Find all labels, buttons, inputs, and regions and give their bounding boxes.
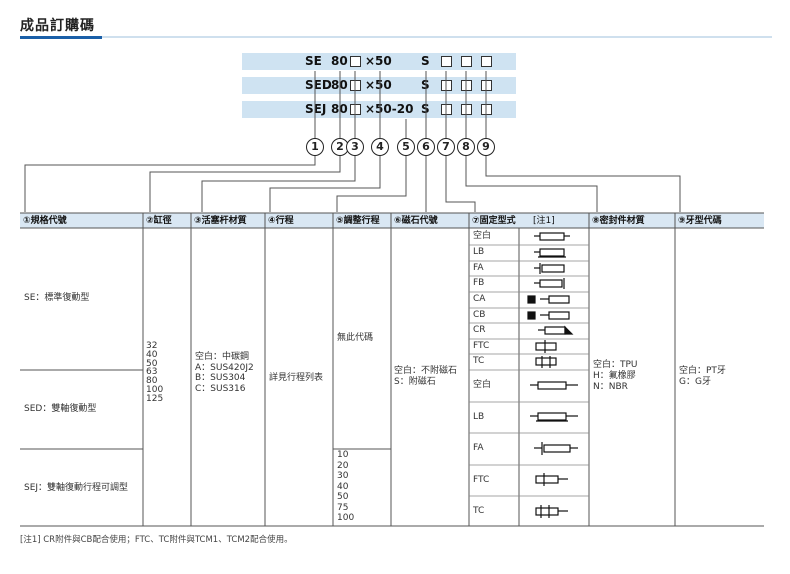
mount-thumb-cr — [538, 325, 574, 335]
code-s: S — [421, 78, 430, 92]
mount-label: TC — [473, 356, 485, 366]
circled-number-4: 4 — [371, 138, 389, 156]
mount-thumb-fa — [534, 263, 565, 274]
code-stroke: ×50 — [365, 78, 392, 92]
seal-options: 空白：TPU H：氟橡膠 N：NBR — [593, 360, 638, 392]
spec-sej: SEJ：雙軸復動行程可調型 — [24, 483, 129, 493]
circled-number-3: 3 — [346, 138, 364, 156]
circled-number-8: 8 — [457, 138, 475, 156]
header-magnet: ⑥磁石代號 — [394, 216, 438, 226]
header-mount-note: [注1] — [533, 216, 555, 226]
circled-number-7: 7 — [437, 138, 455, 156]
code-bore: 80 — [331, 78, 348, 92]
code-bore: 80 — [331, 102, 348, 116]
stroke-note: 詳見行程列表 — [269, 373, 324, 383]
spec-se: SE：標準復動型 — [24, 293, 90, 303]
thread-options: 空白：PT牙 G：G牙 — [679, 366, 726, 387]
mount-thumb-cb — [527, 311, 570, 320]
code-box — [441, 56, 452, 67]
circled-number-5: 5 — [397, 138, 415, 156]
mount-thumb-ftc — [535, 340, 557, 353]
mount-thumb-dbl-lb — [530, 412, 578, 422]
circled-number-1: 1 — [306, 138, 324, 156]
mount-label: CA — [473, 294, 486, 304]
mount-thumb-dbl-ftc — [535, 473, 568, 486]
code-box — [461, 56, 472, 67]
code-stroke: ×50-20 — [365, 102, 414, 116]
header-seal: ⑧密封件材質 — [592, 216, 645, 226]
mount-thumb-fb — [534, 278, 565, 289]
mount-thumb-lb — [534, 248, 566, 258]
magnet-options: 空白：不附磁石 S：附磁石 — [394, 366, 458, 387]
code-box — [350, 56, 361, 67]
adjust-none: 無此代碼 — [337, 333, 374, 343]
footnote: [注1] CR附件與CB配合使用；FTC、TC附件與TCM1、TCM2配合使用。 — [20, 535, 293, 545]
mount-label: 空白 — [473, 380, 492, 390]
mount-thumb-dbl-fa — [534, 442, 578, 455]
code-s: S — [421, 54, 430, 68]
rod-material: 空白：中碳鋼 A：SUS420J2 B：SUS304 C：SUS316 — [195, 352, 254, 394]
code-stroke: ×50 — [365, 54, 392, 68]
mount-label: LB — [473, 247, 485, 257]
code-box — [481, 56, 492, 67]
code-s: S — [421, 102, 430, 116]
code-prefix: SEJ — [305, 102, 327, 116]
circled-number-9: 9 — [477, 138, 495, 156]
header-thread: ⑨牙型代碼 — [678, 216, 722, 226]
spec-sed: SED：雙軸復動型 — [24, 404, 97, 414]
page-title: 成品訂購碼 — [20, 18, 95, 34]
circled-number-6: 6 — [417, 138, 435, 156]
mount-label: FA — [473, 263, 484, 273]
mount-thumb-dbl-blank — [530, 381, 578, 390]
header-mount: ⑦固定型式 — [472, 216, 516, 226]
bore-values: 32 40 50 63 80 100 125 — [146, 341, 164, 404]
header-rod: ③活塞杆材質 — [194, 216, 247, 226]
header-spec: ①規格代號 — [23, 216, 67, 226]
mount-label: TC — [473, 506, 485, 516]
code-bore: 80 — [331, 54, 348, 68]
mount-label: FA — [473, 443, 484, 453]
mount-label: FTC — [473, 475, 490, 485]
mount-label: CB — [473, 310, 486, 320]
mount-label: FTC — [473, 341, 490, 351]
mount-label: LB — [473, 412, 485, 422]
mount-thumb-ca — [527, 295, 570, 304]
mount-label: CR — [473, 325, 486, 335]
mount-label: 空白 — [473, 231, 492, 241]
title-underline — [20, 36, 772, 39]
code-prefix: SE — [305, 54, 322, 68]
adjust-values: 10 20 30 40 50 75 100 — [337, 450, 355, 523]
mount-thumb-blank — [534, 232, 570, 241]
header-adjust: ⑤調整行程 — [336, 216, 380, 226]
mount-thumb-dbl-tc — [535, 505, 568, 518]
mount-thumb-tc — [535, 356, 557, 368]
mount-label: FB — [473, 278, 485, 288]
code-prefix: SED — [305, 78, 332, 92]
header-bore: ②缸徑 — [146, 216, 172, 226]
header-stroke: ④行程 — [268, 216, 294, 226]
